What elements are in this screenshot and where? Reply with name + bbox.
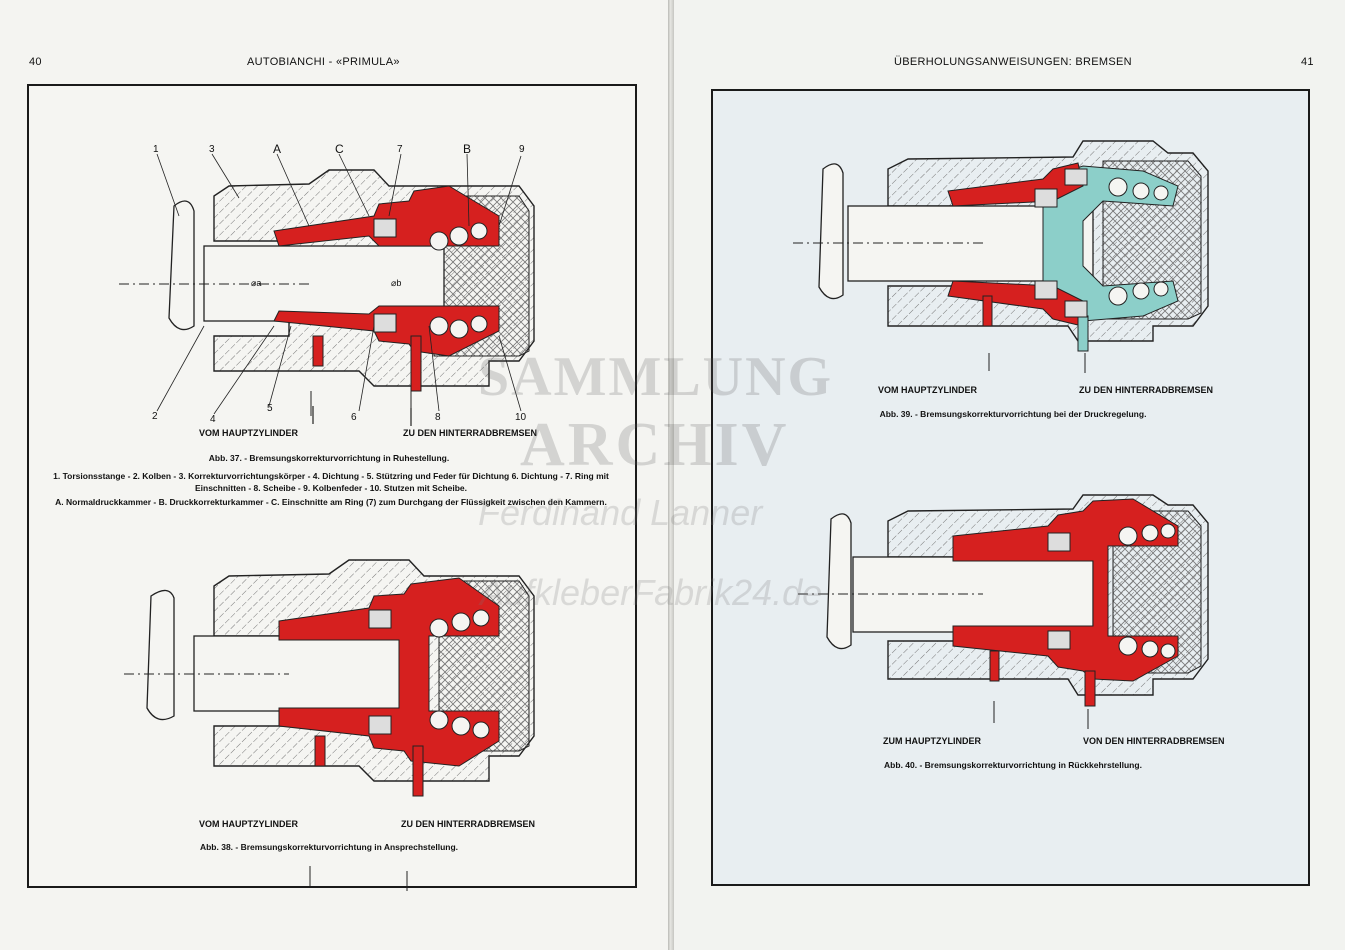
fig39-caption: Abb. 39. - Bremsungskorrekturvorrichtung…: [879, 409, 1147, 419]
callout-4: 4: [210, 414, 216, 425]
running-head-left: AUTOBIANCHI - «PRIMULA»: [247, 56, 400, 68]
fig37-label-right: ZU DEN HINTERRADBREMSEN: [403, 428, 538, 438]
fig37-label-left: VOM HAUPTZYLINDER: [199, 428, 298, 438]
figure-38-diagram: [124, 559, 535, 891]
left-page: 40 AUTOBIANCHI - «PRIMULA»: [0, 0, 668, 950]
callout-9: 9: [519, 144, 525, 155]
dimension-b: ⌀b: [391, 278, 402, 288]
watermark-aufkleberfabrik: AufkleberFabrik24.de: [480, 572, 823, 613]
fig40-caption: Abb. 40. - Bremsungskorrekturvorrichtung…: [884, 760, 1142, 770]
figure-frame-left: 1 3 A C 7 B 9 2 4 5 6 8 10 ⌀a ⌀b VOM HAU…: [27, 84, 637, 891]
callout-1: 1: [153, 144, 159, 155]
callout-B: B: [463, 142, 472, 156]
running-head-right: ÜBERHOLUNGSANWEISUNGEN: BREMSEN: [894, 56, 1132, 68]
callout-A: A: [273, 142, 282, 156]
book-gutter: [668, 0, 674, 950]
fig37-legend-chambers: A. Normaldruckkammer - B. Druckkorrektur…: [55, 497, 607, 507]
figure-37-diagram: [119, 153, 535, 426]
fig38-caption: Abb. 38. - Bremsungskorrekturvorrichtung…: [199, 842, 459, 852]
page-number-left: 40: [29, 56, 42, 68]
callout-5: 5: [267, 403, 273, 414]
fig37-legend-parts: 1. Torsionsstange - 2. Kolben - 3. Korre…: [53, 471, 609, 493]
watermark-archiv: ARCHIV: [520, 411, 790, 479]
fig39-label-right: ZU DEN HINTERRADBREMSEN: [1079, 385, 1214, 395]
callout-7: 7: [397, 144, 403, 155]
dimension-a: ⌀a: [251, 278, 262, 288]
callout-2: 2: [152, 411, 158, 422]
callout-10: 10: [515, 412, 527, 423]
page-number-right: 41: [1301, 56, 1314, 68]
callout-8: 8: [435, 412, 441, 423]
watermark-ferdinand-lanner: Ferdinand Lanner: [478, 492, 763, 533]
figure-frame-right: VOM HAUPTZYLINDER ZU DEN HINTERRADBREMSE…: [711, 89, 1310, 886]
callout-3: 3: [209, 144, 215, 155]
fig39-label-left: VOM HAUPTZYLINDER: [878, 385, 977, 395]
figure-39-diagram: [793, 140, 1209, 373]
watermark-sammlung: SAMMLUNG: [478, 346, 834, 408]
callout-C: C: [335, 142, 344, 156]
fig38-label-right: ZU DEN HINTERRADBREMSEN: [401, 819, 536, 829]
fig40-label-left: ZUM HAUPTZYLINDER: [883, 736, 981, 746]
figure-40-diagram: [798, 494, 1209, 729]
fig40-label-right: VON DEN HINTERRADBREMSEN: [1083, 736, 1225, 746]
right-page: ÜBERHOLUNGSANWEISUNGEN: BREMSEN 41 VOM H…: [674, 0, 1345, 950]
fig38-label-left: VOM HAUPTZYLINDER: [199, 819, 298, 829]
callout-6: 6: [351, 412, 357, 423]
fig37-caption: Abb. 37. - Bremsungskorrekturvorrichtung…: [208, 453, 450, 463]
